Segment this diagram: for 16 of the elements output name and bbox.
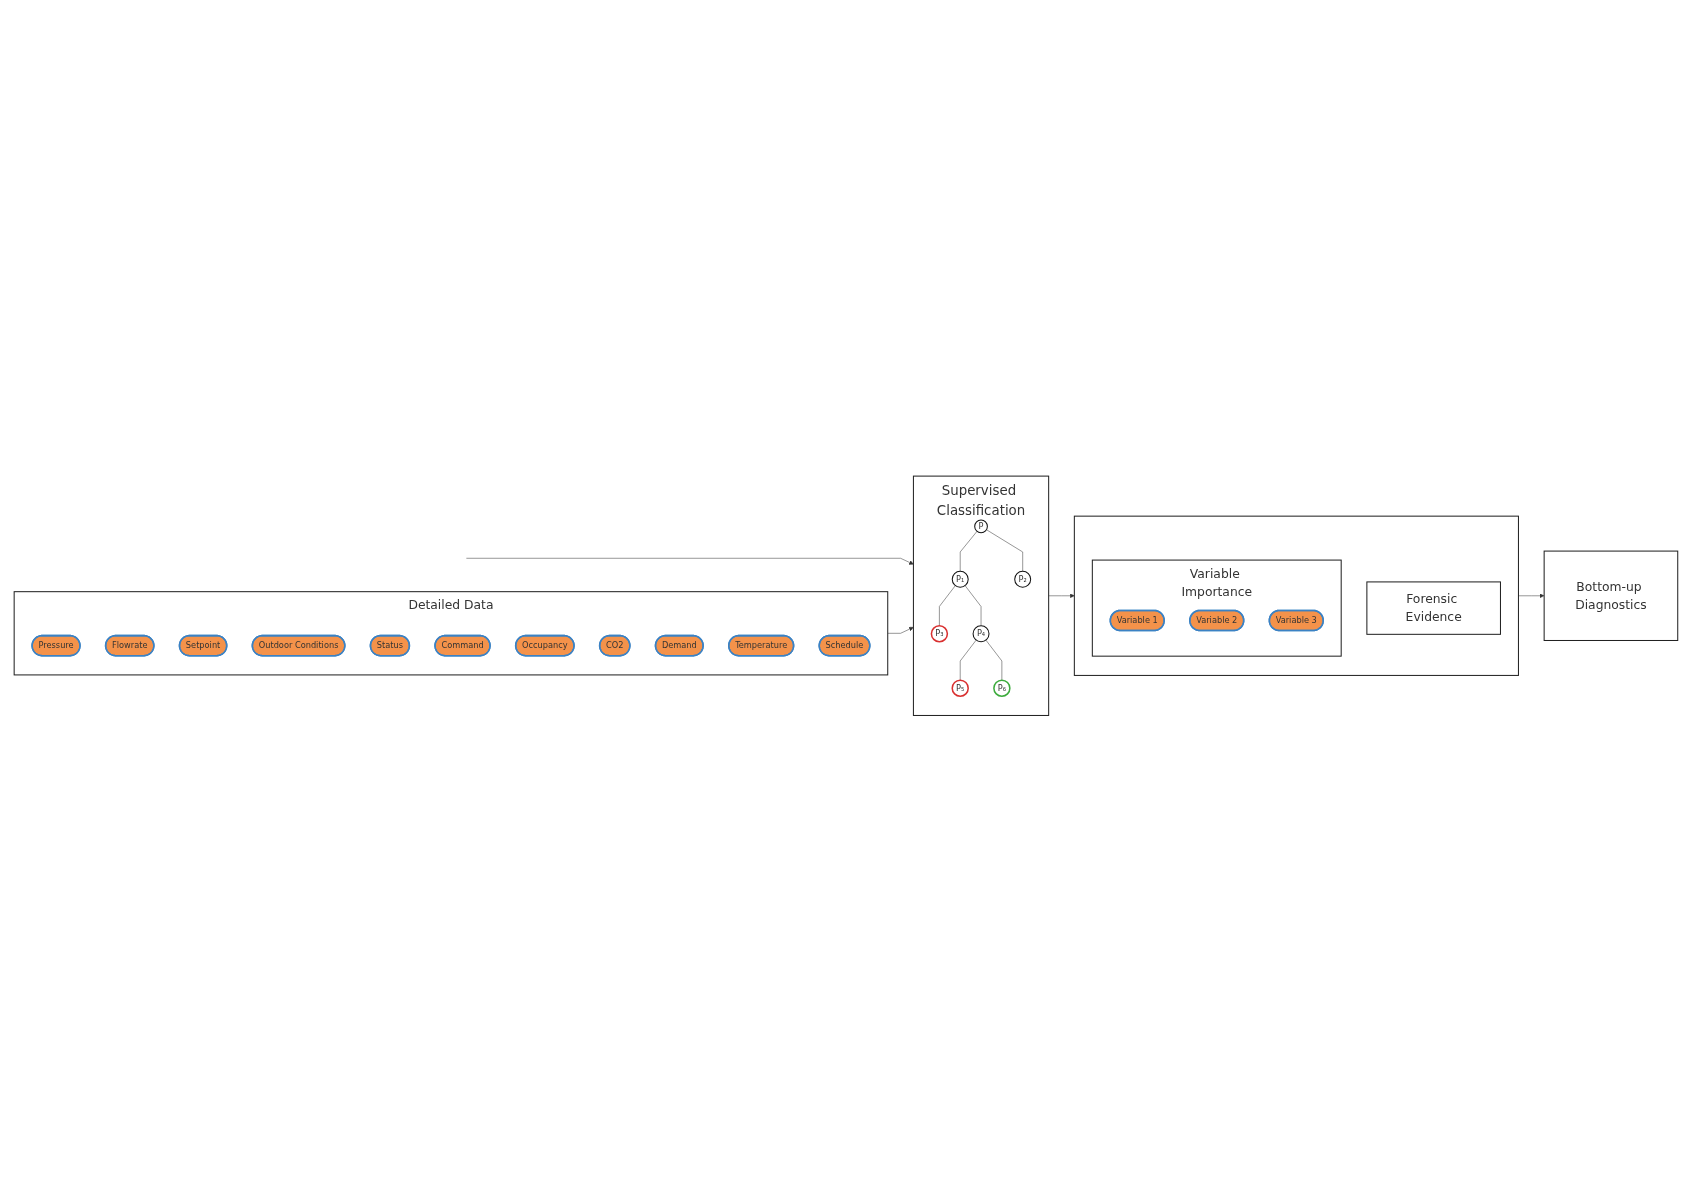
node-circle: P: [974, 519, 988, 533]
connector: [985, 639, 1003, 681]
connector: [939, 585, 956, 626]
node-box: Forensic Evidence: [1366, 581, 1502, 635]
node-circle: P₅: [951, 679, 969, 697]
connector: [964, 585, 982, 626]
node-circle: P₂: [1014, 570, 1032, 588]
node-circle: P₁: [951, 570, 969, 588]
connector: [986, 529, 1023, 572]
connector: [960, 639, 977, 681]
connector: [960, 530, 978, 572]
node-circle: P₃: [930, 624, 949, 643]
cluster: [1073, 515, 1519, 676]
node-circle: P₆: [993, 679, 1011, 697]
node-circle: P₄: [972, 624, 990, 642]
node-box: Bottom-up Diagnostics: [1543, 550, 1679, 641]
